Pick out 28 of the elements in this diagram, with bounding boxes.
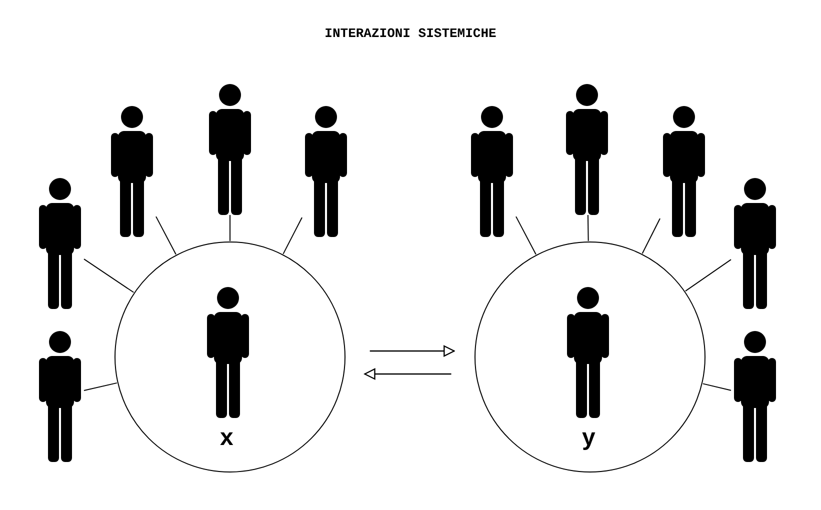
circle [114,241,346,473]
connector-line [587,214,589,242]
person-figure [468,105,516,237]
person-figure [731,177,779,309]
person-figure [731,330,779,462]
connector-line [684,259,732,292]
circle [474,241,706,473]
connector-line [702,383,732,391]
connector-line [156,216,176,255]
connector-line [642,218,660,254]
connector-line [516,216,536,255]
person-figure [206,83,254,215]
connector-line [84,258,134,293]
person-figure [36,330,84,462]
person-figure [563,83,611,215]
connector-line [282,217,302,254]
arrow [370,345,455,357]
circle-label: y [582,426,596,450]
circle-label: x [220,426,234,450]
person-figure [108,105,156,237]
connector-line [84,382,118,391]
person-figure [36,177,84,309]
person-figure [302,105,350,237]
person-figure [660,105,708,237]
diagram-title: INTERAZIONI SISTEMICHE [324,26,498,41]
person-figure [204,286,252,418]
person-figure [564,286,612,418]
arrow [364,368,452,380]
